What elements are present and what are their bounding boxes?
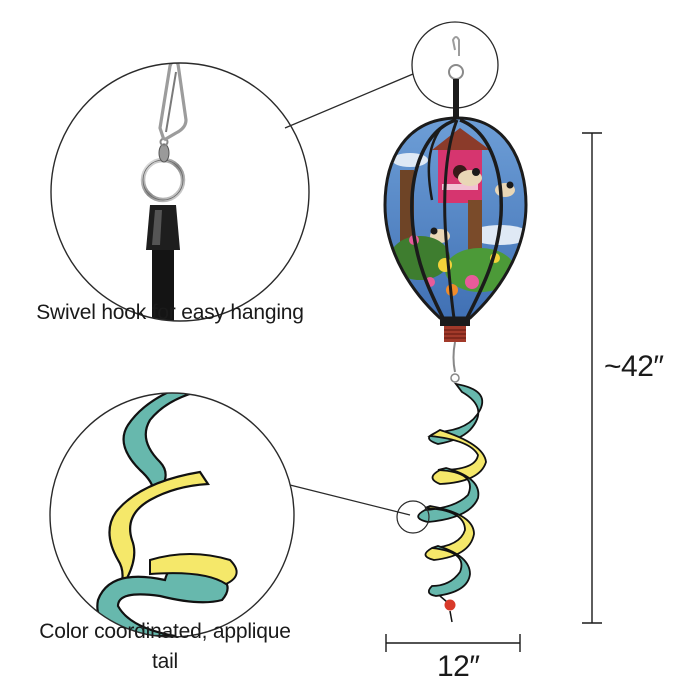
width-label: 12″ bbox=[437, 650, 480, 683]
tail-caption-line2: tail bbox=[151, 650, 179, 673]
tail-caption-line1: Color coordinated, applique bbox=[39, 620, 291, 643]
hook-leader bbox=[284, 21, 499, 129]
red-bead bbox=[444, 599, 456, 611]
spiral-tail bbox=[417, 382, 487, 597]
tail-callout bbox=[49, 392, 295, 638]
height-label: ~42″ bbox=[604, 350, 664, 383]
hook-callout bbox=[50, 62, 310, 322]
snap-hook bbox=[158, 63, 188, 142]
swivel bbox=[158, 143, 170, 163]
pole bbox=[152, 238, 174, 321]
width-dimension-line bbox=[385, 634, 521, 652]
tail-caption: Color coordinated, applique tail bbox=[20, 617, 310, 677]
height-dimension-line bbox=[582, 132, 602, 624]
hook-caption: Swivel hook for easy hanging bbox=[36, 301, 304, 324]
tail-leader bbox=[289, 484, 411, 516]
balloon-spinner bbox=[383, 36, 528, 623]
